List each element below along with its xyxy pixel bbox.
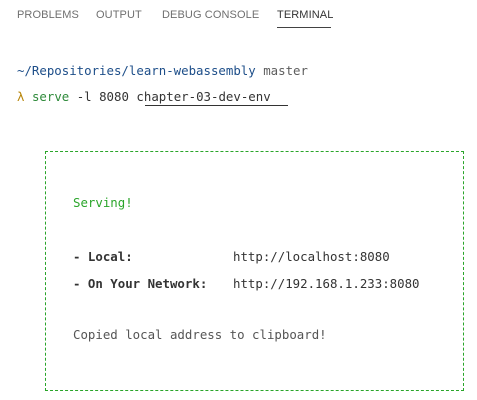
local-label: - Local: <box>73 249 133 264</box>
command-line[interactable]: λ serve -l 8080 chapter-03-dev-env <box>17 89 271 105</box>
input-underline <box>145 105 288 106</box>
serving-status: Serving! <box>73 195 133 210</box>
network-url[interactable]: http://192.168.1.233:8080 <box>233 276 420 291</box>
command-name: serve <box>31 89 70 104</box>
command-args: -l 8080 <box>76 89 129 104</box>
local-url[interactable]: http://localhost:8080 <box>233 249 390 264</box>
network-label: - On Your Network: <box>73 276 208 291</box>
clipboard-message: Copied local address to clipboard! <box>73 327 327 342</box>
command-input[interactable]: chapter-03-dev-env <box>136 89 271 104</box>
prompt-info-line: ~/Repositories/learn-webassembly master <box>17 63 308 79</box>
tab-debug-console[interactable]: DEBUG CONSOLE <box>162 9 260 21</box>
tab-terminal[interactable]: TERMINAL <box>277 9 334 21</box>
tab-output[interactable]: OUTPUT <box>96 9 142 21</box>
active-tab-indicator <box>277 27 331 28</box>
git-branch: master <box>263 63 308 78</box>
lambda-prompt-icon: λ <box>17 89 25 104</box>
panel-tab-bar: PROBLEMS OUTPUT DEBUG CONSOLE TERMINAL <box>0 0 477 32</box>
serve-output-box: Serving! - Local: http://localhost:8080 … <box>45 151 464 391</box>
tab-problems[interactable]: PROBLEMS <box>17 9 79 21</box>
cwd-path: ~/Repositories/learn-webassembly <box>17 63 256 78</box>
